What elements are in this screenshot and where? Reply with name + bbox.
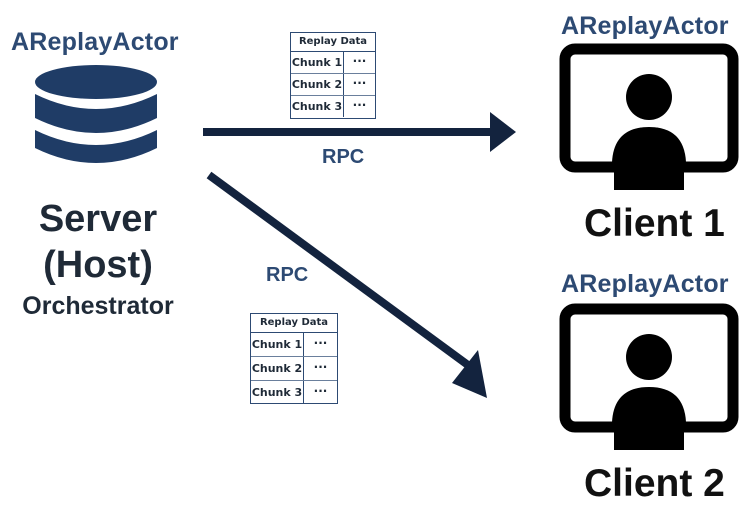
client-1-actor-label: AReplayActor bbox=[561, 12, 729, 40]
client-1-label: Client 1 bbox=[584, 202, 725, 245]
table-header: Replay Data bbox=[291, 33, 375, 52]
server-actor-label: AReplayActor bbox=[11, 28, 179, 56]
chunk-value: ··· bbox=[313, 336, 328, 350]
arrowhead-client-2 bbox=[452, 350, 487, 398]
table-row: Chunk 2 ··· bbox=[251, 357, 337, 381]
replay-data-table-2: Replay Data Chunk 1 ··· Chunk 2 ··· Chun… bbox=[250, 313, 338, 404]
chunk-label: Chunk 2 bbox=[291, 74, 344, 95]
chunk-value: ··· bbox=[352, 76, 367, 90]
chunk-value: ··· bbox=[313, 384, 328, 398]
chunk-value: ··· bbox=[352, 54, 367, 68]
chunk-label: Chunk 3 bbox=[251, 381, 304, 404]
rpc-label-client-1: RPC bbox=[322, 146, 365, 168]
client-2-actor-label: AReplayActor bbox=[561, 270, 729, 298]
server-title-line1: Server bbox=[38, 198, 158, 240]
table-row: Chunk 2 ··· bbox=[291, 74, 375, 96]
chunk-value: ··· bbox=[313, 360, 328, 374]
chunk-label: Chunk 3 bbox=[291, 96, 344, 117]
table-row: Chunk 1 ··· bbox=[291, 52, 375, 74]
table-row: Chunk 3 ··· bbox=[291, 96, 375, 117]
rpc-label-client-2: RPC bbox=[266, 264, 309, 286]
arrowhead-client-1 bbox=[490, 112, 516, 152]
table-row: Chunk 1 ··· bbox=[251, 333, 337, 357]
chunk-label: Chunk 1 bbox=[291, 52, 344, 73]
table-row: Chunk 3 ··· bbox=[251, 381, 337, 404]
server-title-line2: (Host) bbox=[43, 244, 153, 286]
client-2-label: Client 2 bbox=[584, 462, 725, 505]
table-header: Replay Data bbox=[251, 314, 337, 333]
chunk-label: Chunk 2 bbox=[251, 357, 304, 380]
arrow-to-client-2 bbox=[206, 171, 475, 372]
replay-data-table-1: Replay Data Chunk 1 ··· Chunk 2 ··· Chun… bbox=[290, 32, 376, 119]
server-subtitle: Orchestrator bbox=[22, 292, 174, 320]
chunk-label: Chunk 1 bbox=[251, 333, 304, 356]
chunk-value: ··· bbox=[352, 98, 367, 112]
